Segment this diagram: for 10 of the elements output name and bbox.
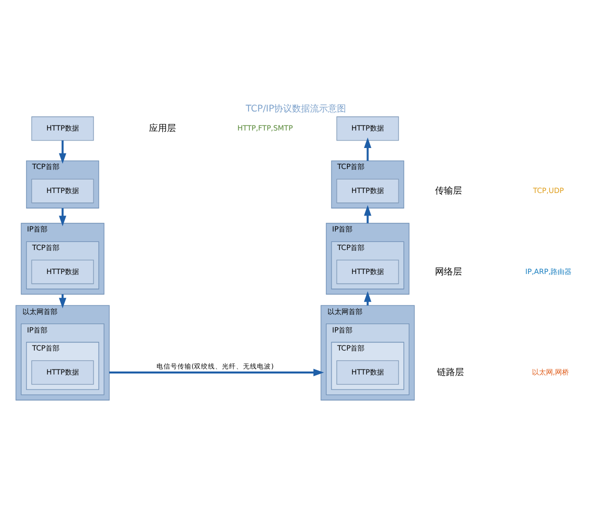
diagram-title: TCP/IP协议数据流示意图 — [246, 103, 346, 114]
arrow — [364, 204, 372, 223]
label: 传输层 — [435, 184, 462, 196]
arrow — [58, 140, 66, 164]
arrow — [58, 208, 66, 226]
arrow — [364, 136, 372, 160]
arrow — [109, 368, 324, 376]
label: 网络层 — [435, 266, 462, 277]
label: 应用层 — [149, 122, 176, 134]
label: 链路层 — [437, 366, 464, 378]
